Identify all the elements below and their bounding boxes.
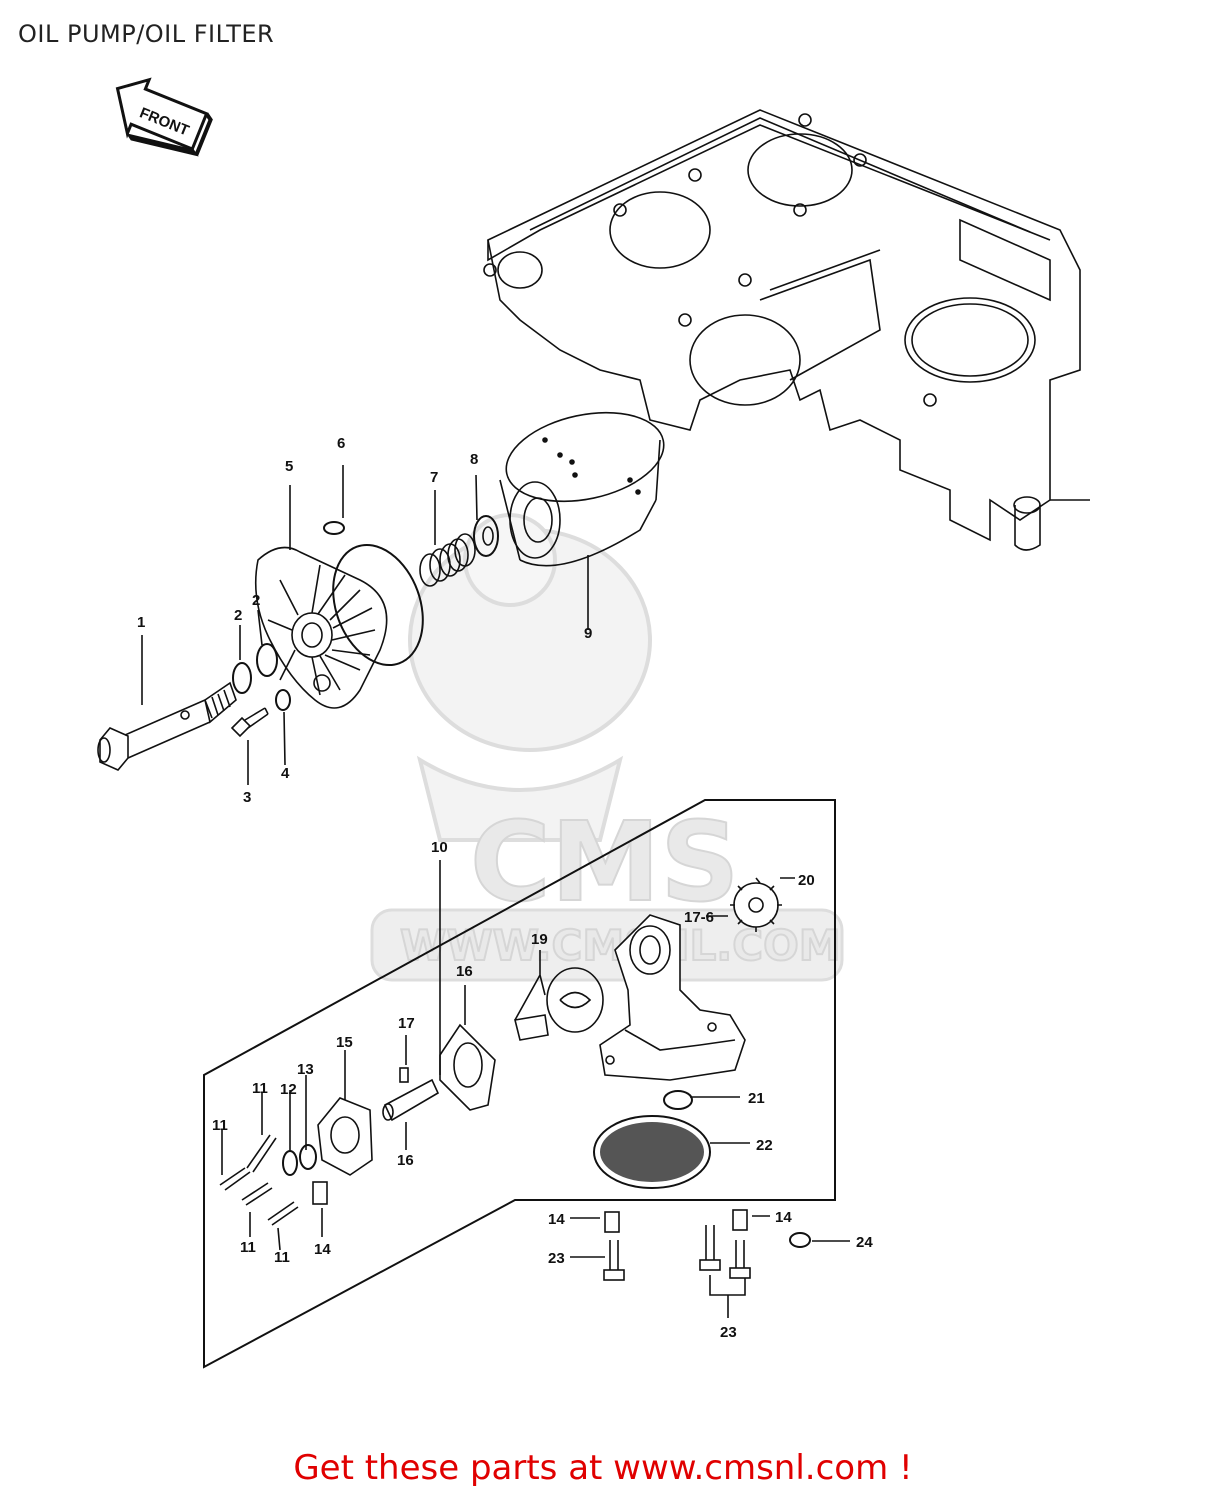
callout-9: 9 [584,625,592,642]
callout-2b: 2 [252,592,260,609]
washer-12 [282,1150,298,1176]
washer-4 [275,689,291,711]
callout-3: 3 [243,789,251,806]
nut-24 [789,1232,811,1248]
collar-14c [732,1209,748,1231]
watermark-brand: CMS [470,798,739,926]
callout-20: 20 [798,872,815,889]
filter-cover-5 [254,546,388,709]
bolts-23 [603,1225,751,1281]
callout-1: 1 [137,614,145,631]
callout-7: 7 [430,469,438,486]
callout-24: 24 [856,1234,873,1251]
callout-2a: 2 [234,607,242,624]
callout-17a: 17 [398,1015,415,1032]
callout-22: 22 [756,1137,773,1154]
pump-assembly-box [203,799,836,1369]
oil-filter-bolt [97,681,237,771]
callout-17b: 17-6 [684,909,714,926]
washer-8 [473,515,499,557]
callout-19: 19 [531,931,548,948]
screen-22 [593,1115,711,1189]
screws-11 [219,1134,299,1226]
collar-14a [312,1181,328,1205]
callout-5: 5 [285,458,293,475]
gear-20 [730,877,782,932]
front-arrow: FRONT [115,77,213,157]
oil-filter-9 [499,411,665,567]
page-title: OIL PUMP/OIL FILTER [18,20,275,48]
callout-16b: 16 [397,1152,414,1169]
pump-cover-15 [317,1097,373,1176]
callout-6: 6 [337,435,345,452]
callout-11c: 11 [240,1239,256,1256]
callout-11b: 11 [212,1117,228,1134]
callout-14b: 14 [548,1211,565,1228]
washer-2b [256,643,278,677]
callout-14a: 14 [314,1241,331,1258]
oil-pump-body [599,914,746,1081]
pin-17 [399,1067,409,1083]
callout-13: 13 [297,1061,314,1078]
callout-4: 4 [281,765,290,782]
washer-13 [299,1144,317,1170]
crankcase [483,109,1090,551]
promo-link-text[interactable]: Get these parts at www.cmsnl.com ! [293,1448,913,1488]
o-ring-6-small [323,521,345,535]
callout-11a: 11 [252,1080,268,1097]
plug-21 [663,1090,693,1110]
gasket-16 [439,1023,496,1111]
spring-7 [419,533,476,587]
collar-14b [604,1211,620,1233]
screw-3 [230,707,269,738]
leader-lines [141,465,850,1318]
callout-11d: 11 [274,1249,290,1266]
callout-10: 10 [431,839,448,856]
rotor-19 [514,967,604,1041]
callout-23a: 23 [548,1250,565,1267]
callout-12: 12 [280,1081,297,1098]
callout-21: 21 [748,1090,765,1107]
callout-15: 15 [336,1034,353,1051]
callout-23b: 23 [720,1324,737,1341]
callout-8: 8 [470,451,478,468]
callout-14c: 14 [775,1209,792,1226]
callout-16a: 16 [456,963,473,980]
shaft-16 [382,1078,440,1122]
o-ring-6 [332,543,424,667]
washer-2a [232,662,252,694]
